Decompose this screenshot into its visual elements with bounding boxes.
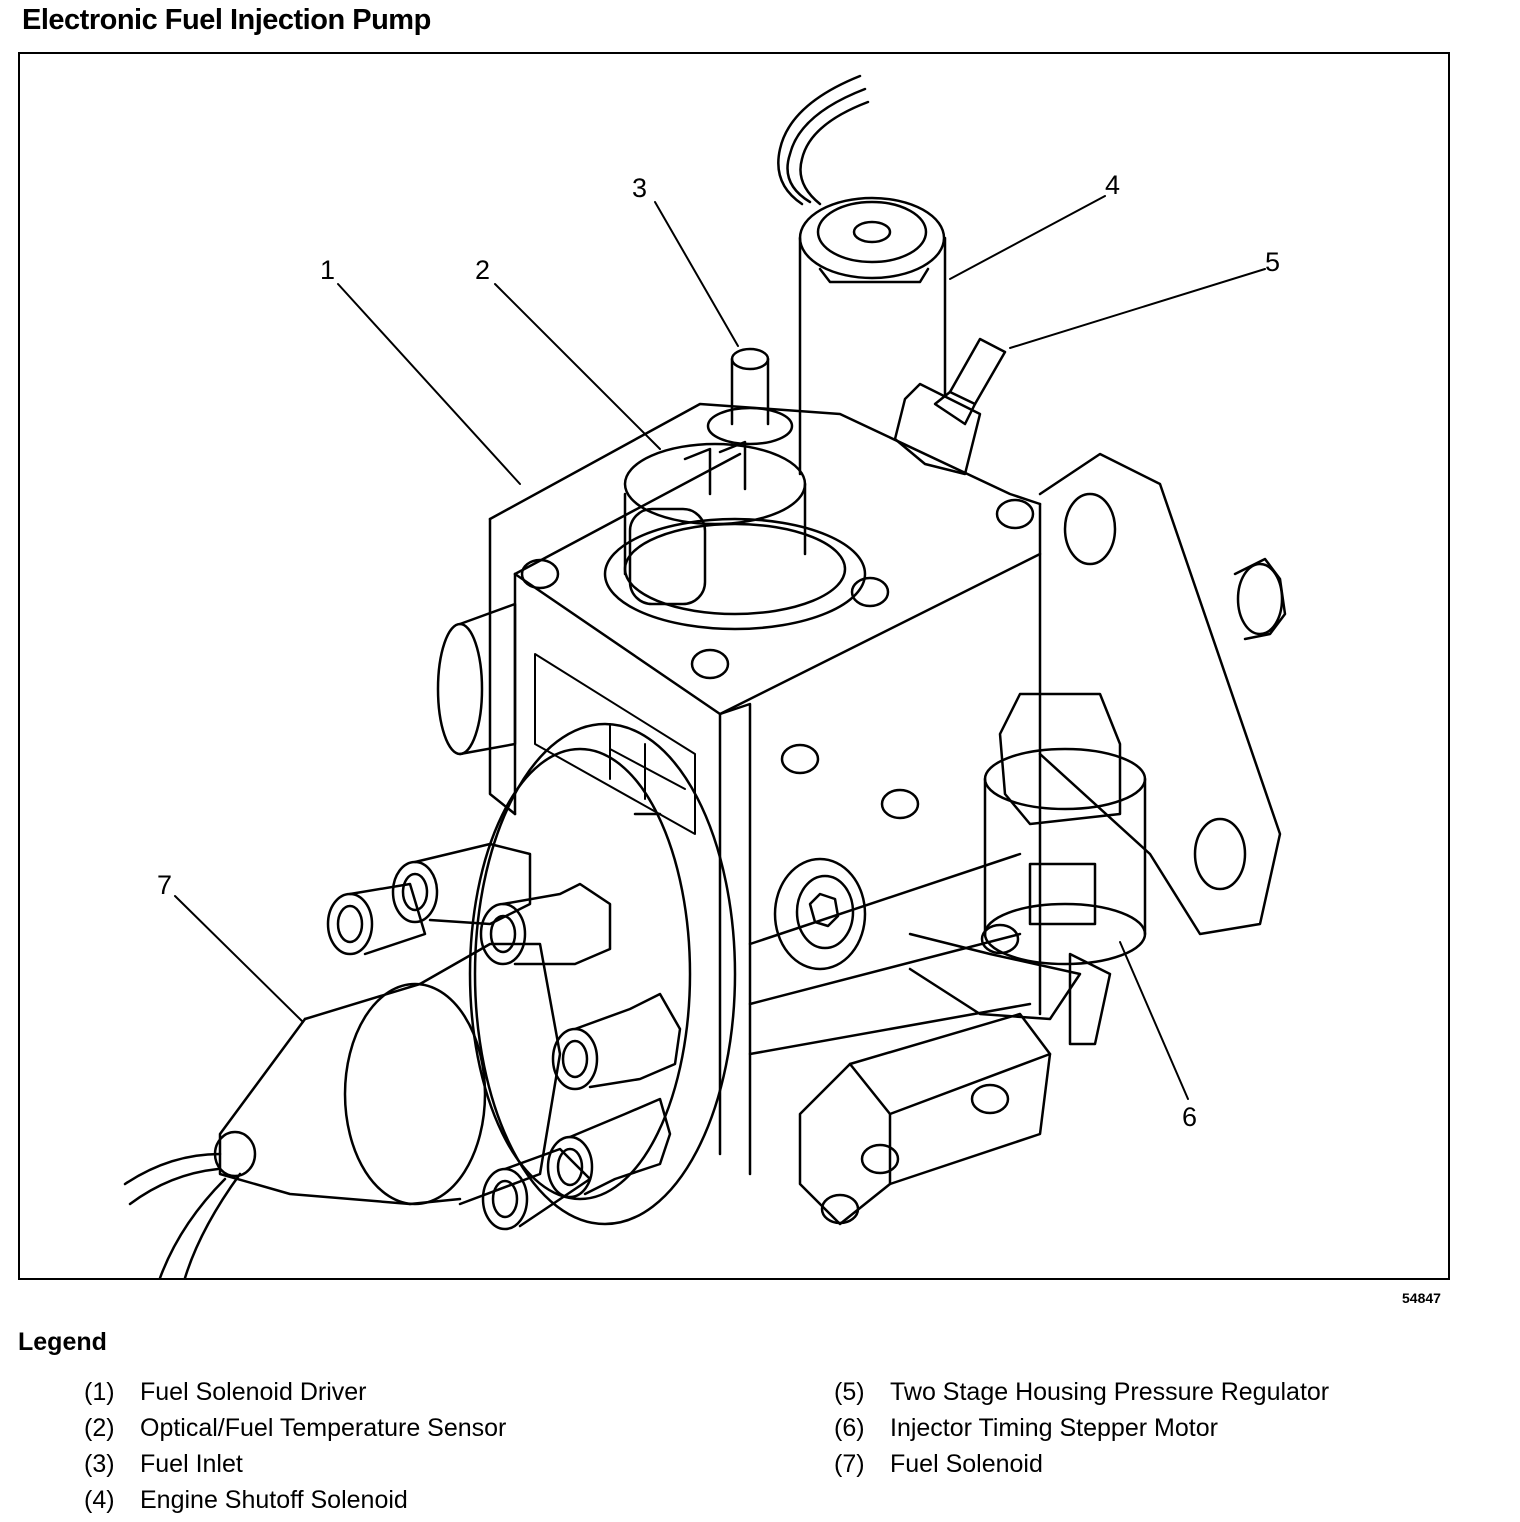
legend-item-label: Fuel Solenoid Driver (140, 1378, 367, 1406)
head-flange (468, 722, 737, 1226)
fuel-solenoid (123, 942, 562, 1278)
callout-5: 5 (1265, 247, 1280, 277)
mounting-flange (1038, 452, 1287, 936)
legend-item-number: (2) (84, 1414, 115, 1442)
legend-item: (3) Fuel Inlet (84, 1446, 506, 1482)
leader-lines (174, 195, 1266, 1100)
side-port (436, 602, 517, 756)
legend-item-number: (4) (84, 1486, 115, 1514)
diagram-frame: 1 2 3 4 5 6 7 (18, 52, 1450, 1280)
legend-item-label: Fuel Solenoid (890, 1450, 1043, 1478)
figure-number: 54847 (1402, 1290, 1441, 1306)
stepper-motor (908, 692, 1147, 1046)
legend-item-label: Fuel Inlet (140, 1450, 243, 1478)
injection-fittings (326, 842, 682, 1231)
lower-block (798, 1012, 1052, 1226)
legend-item: (7) Fuel Solenoid (834, 1446, 1329, 1482)
callout-labels: 1 2 3 4 5 6 7 (157, 170, 1280, 1132)
legend-item-number: (6) (834, 1414, 865, 1442)
callout-4: 4 (1105, 170, 1120, 200)
legend-column-left: (1) Fuel Solenoid Driver (2) Optical/Fuel … (84, 1374, 506, 1518)
legend-heading: Legend (18, 1328, 107, 1356)
legend-item-label: Two Stage Housing Pressure Regulator (890, 1378, 1330, 1406)
hex-plug (773, 857, 867, 971)
pressure-regulator (893, 337, 1007, 476)
legend-item: (2) Optical/Fuel Temperature Sensor (84, 1410, 506, 1446)
legend-item: (5) Two Stage Housing Pressure Regulator (834, 1374, 1329, 1410)
legend-item-number: (3) (84, 1450, 115, 1478)
top-wires (777, 74, 870, 206)
optical-sensor (603, 440, 867, 631)
legend-item: (4) Engine Shutoff Solenoid (84, 1482, 506, 1518)
legend-item-label: Injector Timing Stepper Motor (890, 1414, 1218, 1442)
legend-item-number: (7) (834, 1450, 865, 1478)
pump-illustration: 1 2 3 4 5 6 7 (123, 74, 1287, 1278)
callout-1: 1 (320, 255, 335, 285)
fuel-inlet (706, 347, 794, 446)
callout-2: 2 (475, 255, 490, 285)
callout-3: 3 (632, 173, 647, 203)
legend-item: (1) Fuel Solenoid Driver (84, 1374, 506, 1410)
page-title: Electronic Fuel Injection Pump (22, 4, 431, 36)
legend-item-number: (5) (834, 1378, 865, 1406)
data-plate (534, 653, 696, 835)
bolts (520, 498, 1035, 1225)
callout-7: 7 (157, 870, 172, 900)
shutoff-solenoid (798, 196, 947, 476)
legend-item-number: (1) (84, 1378, 115, 1406)
legend-item: (6) Injector Timing Stepper Motor (834, 1410, 1329, 1446)
callout-6: 6 (1182, 1102, 1197, 1132)
legend-item-label: Engine Shutoff Solenoid (140, 1486, 408, 1514)
legend-column-right: (5)Two Stage Housing Pressure Regulator … (834, 1374, 1329, 1482)
legend-item-label: Optical/Fuel Temperature Sensor (140, 1414, 507, 1442)
